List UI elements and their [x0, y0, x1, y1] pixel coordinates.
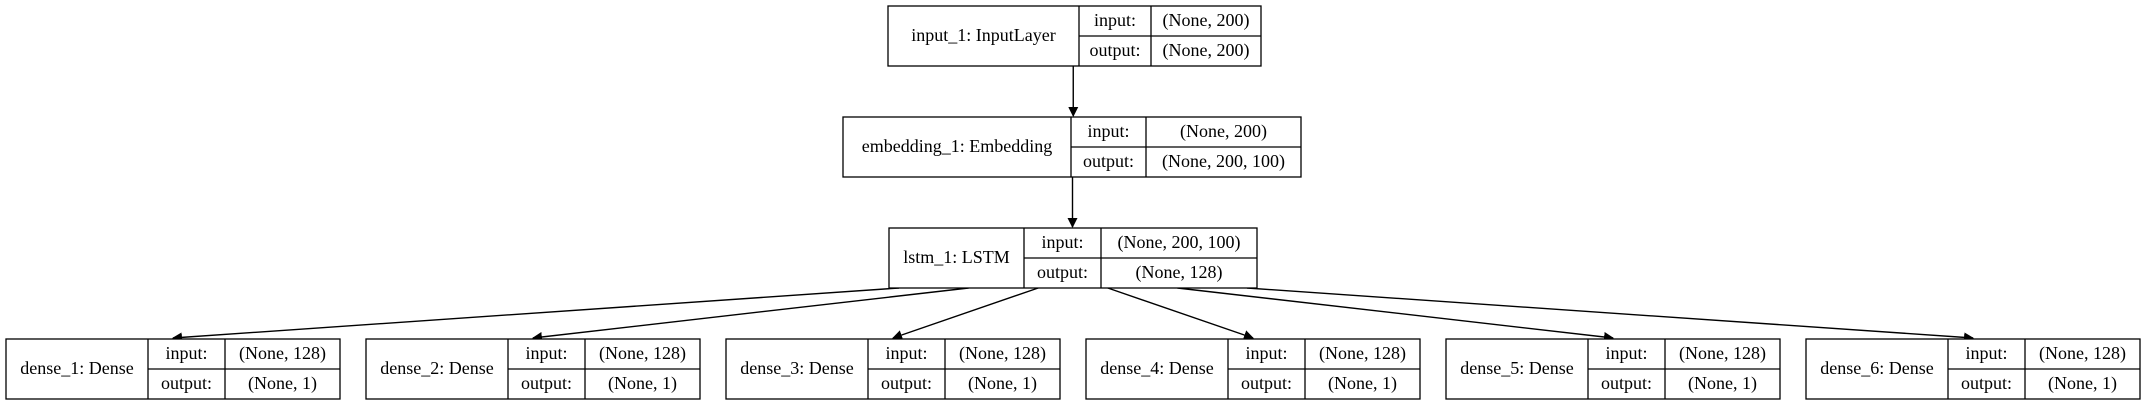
input-label: input: [1605, 343, 1647, 363]
node-label: dense_5: Dense [1460, 358, 1573, 378]
output-shape: (None, 1) [248, 373, 317, 394]
node-label: lstm_1: LSTM [903, 247, 1010, 267]
node-label: embedding_1: Embedding [862, 136, 1052, 156]
output-shape: (None, 1) [608, 373, 677, 394]
node-label: dense_6: Dense [1820, 358, 1933, 378]
output-label: output: [1961, 373, 2012, 393]
edge-lstm-1-to-dense-3 [892, 287, 1039, 340]
edge-lstm-1-to-dense-5 [1177, 287, 1614, 342]
node-label: dense_4: Dense [1100, 358, 1213, 378]
output-label: output: [1241, 373, 1292, 393]
layer-node-dense-1: dense_1: Dense input: output: (None, 128) (N… [5, 338, 341, 400]
input-shape: (None, 128) [959, 343, 1046, 364]
node-label: dense_2: Dense [380, 358, 493, 378]
layer-node-embedding-1: embedding_1: Embedding input: output: (None… [842, 116, 1302, 178]
input-shape: (None, 128) [2039, 343, 2126, 364]
input-shape: (None, 128) [239, 343, 326, 364]
output-label: output: [1037, 262, 1088, 282]
node-label: dense_3: Dense [740, 358, 853, 378]
edge-lstm-1-to-dense-6 [1246, 287, 1974, 343]
output-label: output: [1601, 373, 1652, 393]
layer-node-dense-4: dense_4: Dense input: output: (None, 128) (N… [1085, 338, 1421, 400]
nodes-layer: input_1: InputLayer input: output: (None, 2… [5, 5, 2141, 400]
input-label: input: [1094, 10, 1136, 30]
input-label: input: [165, 343, 207, 363]
layer-node-dense-3: dense_3: Dense input: output: (None, 128) (N… [725, 338, 1061, 400]
layer-node-input-1: input_1: InputLayer input: output: (None, 2… [887, 5, 1262, 67]
input-shape: (None, 128) [599, 343, 686, 364]
output-shape: (None, 200) [1163, 40, 1250, 61]
input-label: input: [1965, 343, 2007, 363]
edge-lstm-1-to-dense-4 [1107, 287, 1254, 340]
output-shape: (None, 1) [2048, 373, 2117, 394]
output-label: output: [881, 373, 932, 393]
node-label: input_1: InputLayer [911, 25, 1055, 45]
output-shape: (None, 200, 100) [1162, 151, 1285, 172]
node-label: dense_1: Dense [20, 358, 133, 378]
layer-node-dense-6: dense_6: Dense input: output: (None, 128) (N… [1805, 338, 2141, 400]
output-shape: (None, 1) [968, 373, 1037, 394]
layer-node-dense-2: dense_2: Dense input: output: (None, 128) (N… [365, 338, 701, 400]
edge-lstm-1-to-dense-1 [172, 287, 900, 343]
output-label: output: [1083, 151, 1134, 171]
layer-node-dense-5: dense_5: Dense input: output: (None, 128) (N… [1445, 338, 1781, 400]
input-label: input: [525, 343, 567, 363]
input-label: input: [1087, 121, 1129, 141]
input-shape: (None, 128) [1319, 343, 1406, 364]
input-shape: (None, 128) [1679, 343, 1766, 364]
input-shape: (None, 200, 100) [1118, 232, 1241, 253]
edge-lstm-1-to-dense-2 [532, 287, 969, 342]
input-shape: (None, 200) [1163, 10, 1250, 31]
output-shape: (None, 128) [1136, 262, 1223, 283]
layer-node-lstm-1: lstm_1: LSTM input: output: (None, 200, 100… [888, 227, 1258, 289]
output-label: output: [1089, 40, 1140, 60]
input-label: input: [885, 343, 927, 363]
output-shape: (None, 1) [1688, 373, 1757, 394]
input-label: input: [1041, 232, 1083, 252]
input-label: input: [1245, 343, 1287, 363]
edges-layer [172, 66, 1974, 343]
output-label: output: [161, 373, 212, 393]
output-shape: (None, 1) [1328, 373, 1397, 394]
output-label: output: [521, 373, 572, 393]
input-shape: (None, 200) [1180, 121, 1267, 142]
